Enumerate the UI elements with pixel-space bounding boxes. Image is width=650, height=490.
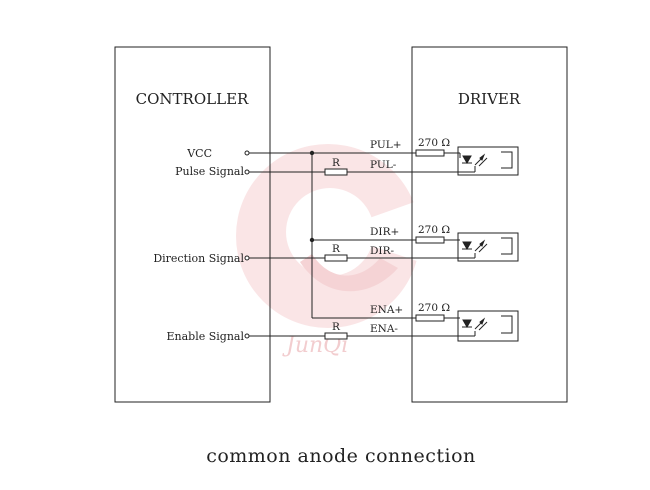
dir-plus-label: DIR+ [370,226,399,238]
dir-resistor-label: 270 Ω [418,224,450,236]
vcc-terminal [244,150,250,156]
enable-signal-label: Enable Signal [167,330,245,343]
pul-series-resistor-label: R [332,157,341,169]
ena-series-resistor [324,332,348,340]
driver-title: DRIVER [458,90,521,108]
channel-pul: PUL+ PUL- 270 Ω R [249,137,519,176]
dir-series-resistor-label: R [332,243,341,255]
ena-optocoupler-box [457,310,519,342]
ena-minus-label: ENA- [370,323,398,335]
enable-terminal [244,333,250,339]
channel-dir: DIR+ DIR- 270 Ω R [249,224,519,262]
pul-optocoupler-box [457,146,519,176]
pulse-signal-label: Pulse Signal [175,165,244,178]
pul-plus-label: PUL+ [370,139,402,151]
vcc-label: VCC [186,147,212,160]
direction-terminal [244,255,250,261]
ena-series-resistor-label: R [332,321,341,333]
dir-minus-label: DIR- [370,245,394,257]
driver-box [411,46,568,403]
ena-driver-resistor [415,314,445,322]
controller-box [114,46,271,403]
diagram-caption: common anode connection [206,445,476,467]
watermark-logo [236,144,420,328]
dir-optocoupler-box [457,232,519,262]
ena-resistor-label: 270 Ω [418,302,450,314]
pul-driver-resistor [415,149,445,157]
dir-driver-resistor [415,236,445,244]
vcc-bus [249,152,432,319]
pul-minus-label: PUL- [370,159,397,171]
pulse-terminal [244,169,250,175]
ena-plus-label: ENA+ [370,304,403,316]
channel-ena: ENA+ ENA- 270 Ω R [249,302,519,342]
dir-led-icon [462,239,488,253]
direction-signal-label: Direction Signal [153,252,244,265]
dir-series-resistor [324,254,348,262]
controller-title: CONTROLLER [136,90,249,108]
pul-series-resistor [324,168,348,176]
pul-resistor-label: 270 Ω [418,137,450,149]
pul-led-icon [462,153,488,167]
ena-led-icon [462,317,488,331]
